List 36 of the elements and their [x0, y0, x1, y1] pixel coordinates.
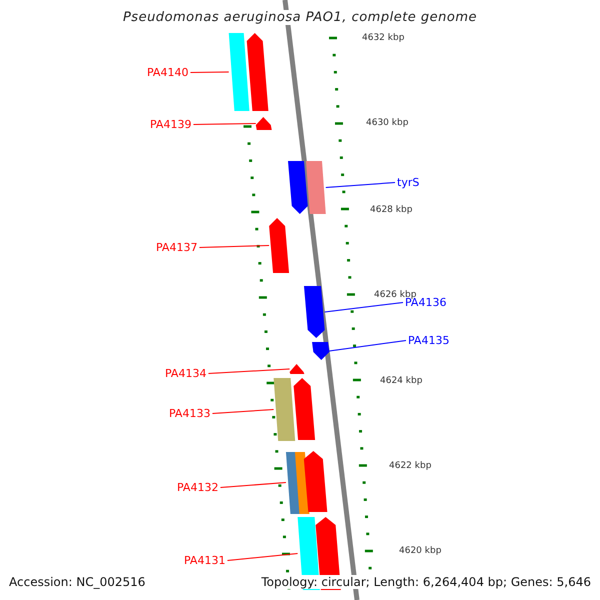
leader-line — [328, 340, 406, 352]
leader-line — [190, 72, 230, 73]
gene-label: PA4137 — [156, 241, 198, 254]
gene-label: PA4132 — [177, 481, 218, 494]
gene-feature — [269, 218, 290, 273]
gene-label: PA4133 — [169, 407, 210, 420]
gene-feature — [312, 342, 330, 360]
gene-label: PA4135 — [408, 334, 450, 347]
gene-label: PA4139 — [150, 118, 192, 131]
leader-line — [324, 302, 404, 312]
gene-label: tyrS — [397, 176, 420, 189]
scale-label: 4628 kbp — [370, 205, 412, 215]
leader-line — [226, 553, 298, 561]
gene-feature — [304, 286, 325, 338]
leader-line — [198, 245, 270, 248]
leader-line — [208, 368, 290, 374]
gene-feature — [256, 117, 272, 130]
leader-line — [220, 482, 286, 488]
gene-feature — [286, 451, 328, 514]
scale-label: 4622 kbp — [389, 461, 432, 471]
gene-feature — [228, 33, 268, 111]
gene-label: PA4131 — [184, 554, 226, 567]
gene-feature — [288, 161, 326, 214]
scale-label: 4632 kbp — [362, 33, 404, 43]
gene-label: PA4134 — [165, 367, 206, 380]
leader-line — [212, 409, 274, 414]
leader-line — [325, 182, 396, 188]
scale-label: 4624 kbp — [380, 376, 422, 386]
leader-line — [192, 123, 256, 125]
gene-feature — [274, 378, 316, 441]
accession-note: Accession: NC_002516 — [9, 575, 146, 589]
scale-label: 4630 kbp — [366, 118, 408, 128]
gene-feature — [290, 364, 304, 374]
gene-label: PA4140 — [147, 66, 188, 79]
genome-summary: Topology: circular; Length: 6,264,404 bp; Genes: 5,646 — [261, 575, 591, 589]
scale-label: 4620 kbp — [399, 546, 442, 556]
